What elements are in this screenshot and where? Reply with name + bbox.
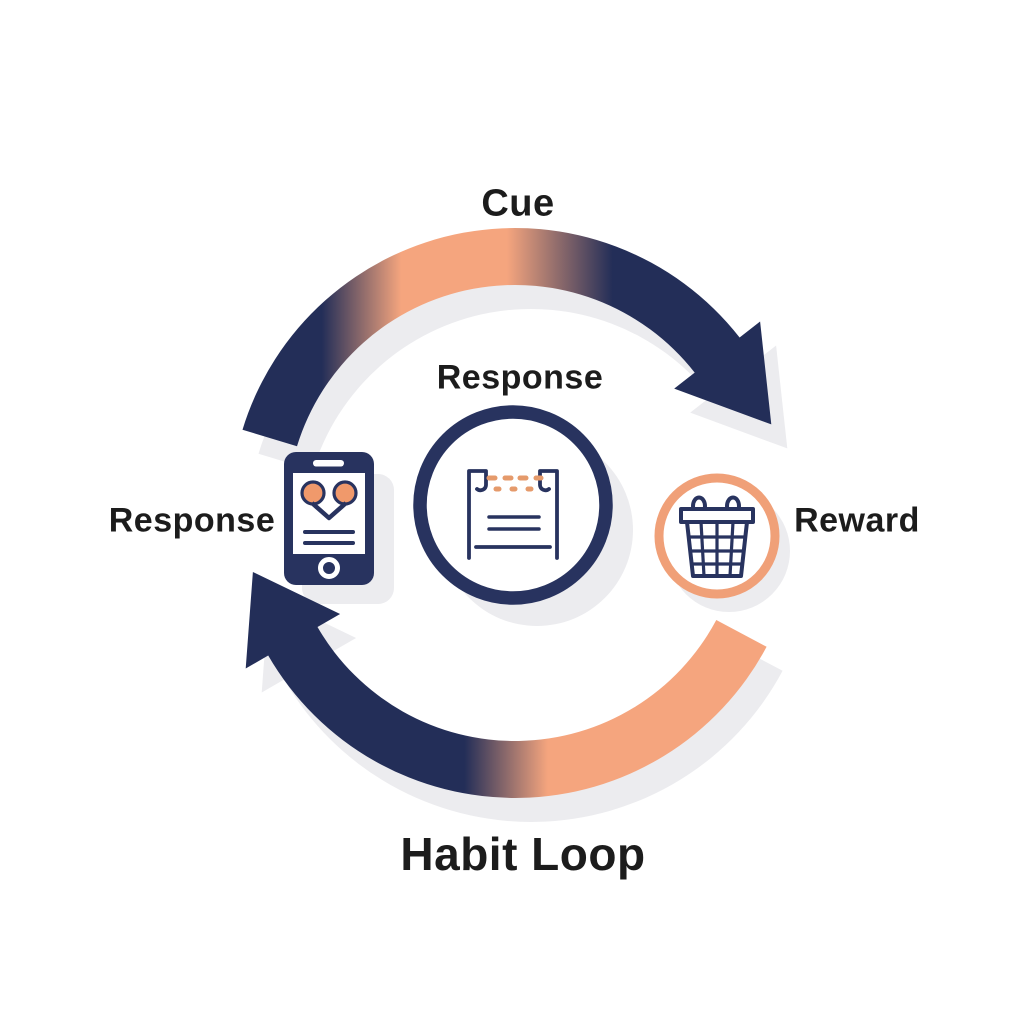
response-ring — [413, 405, 613, 605]
cue-label: Cue — [481, 182, 555, 225]
bed-icon — [467, 469, 559, 560]
reward-label: Reward — [794, 501, 920, 540]
shopping-basket-icon — [679, 495, 755, 578]
response-left-label: Response — [108, 501, 276, 540]
smartphone-icon — [284, 452, 374, 585]
response-center-label: Response — [436, 358, 604, 397]
response-circle — [413, 405, 613, 605]
cue-to-reward-arrow — [242, 228, 772, 447]
reward-circle — [654, 473, 780, 599]
reward-to-response-arrow — [245, 572, 767, 798]
diagram-title: Habit Loop — [400, 828, 646, 880]
